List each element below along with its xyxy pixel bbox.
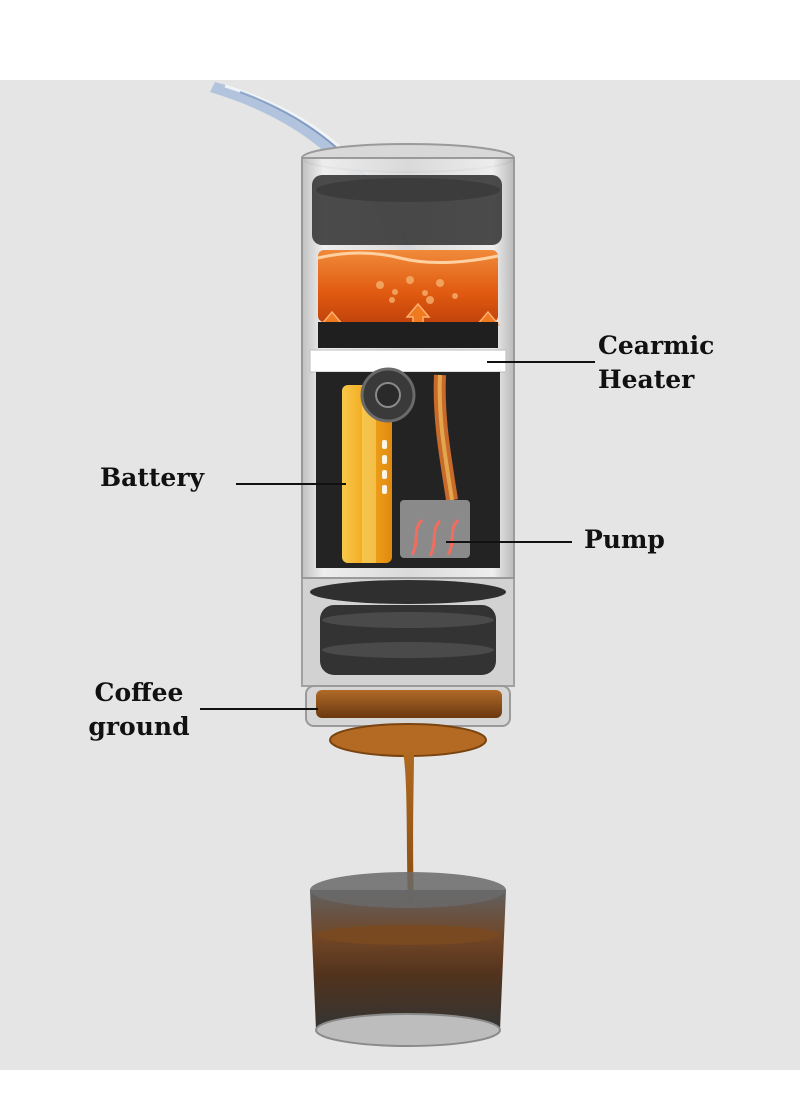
label-coffee-ground: Coffee ground <box>80 676 198 744</box>
ceramic-heater <box>310 350 506 372</box>
heater-leader-line <box>487 361 595 363</box>
coffee-ground <box>316 690 502 718</box>
espresso-cup <box>310 872 506 1046</box>
label-ceramic-heater: Cearmic Heater <box>598 329 714 397</box>
battery-leader-line <box>236 483 346 485</box>
pump-leader-line <box>446 541 572 543</box>
label-pump: Pump <box>584 523 665 557</box>
coffee-leader-line <box>200 708 318 710</box>
device-body <box>302 144 514 756</box>
label-battery: Battery <box>100 461 204 495</box>
